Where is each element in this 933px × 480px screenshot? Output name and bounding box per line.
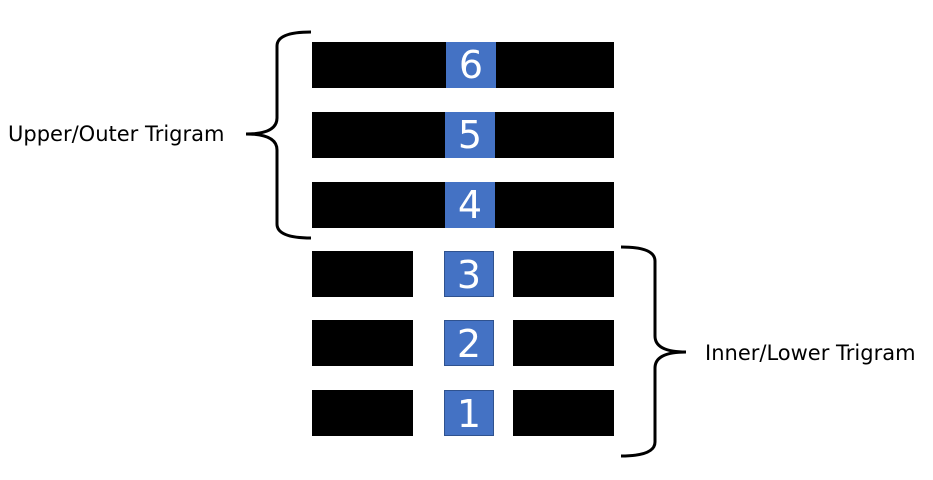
lower-trigram-brace: [620, 245, 687, 458]
line-2-right-segment: [513, 320, 614, 366]
line-2-left-segment: [312, 320, 413, 366]
line-5-number: 5: [445, 112, 495, 158]
line-1-number: 1: [444, 390, 494, 436]
line-6-number: 6: [446, 42, 496, 88]
upper-trigram-brace: [245, 30, 312, 240]
line-1-right-segment: [513, 390, 614, 436]
line-2-number: 2: [444, 320, 494, 366]
line-1-left-segment: [312, 390, 413, 436]
upper-trigram-label: Upper/Outer Trigram: [8, 122, 225, 146]
line-3-left-segment: [312, 251, 413, 297]
lower-trigram-label: Inner/Lower Trigram: [705, 341, 916, 365]
line-4-number: 4: [445, 182, 495, 228]
line-3-right-segment: [513, 251, 614, 297]
line-3-number: 3: [444, 251, 494, 297]
